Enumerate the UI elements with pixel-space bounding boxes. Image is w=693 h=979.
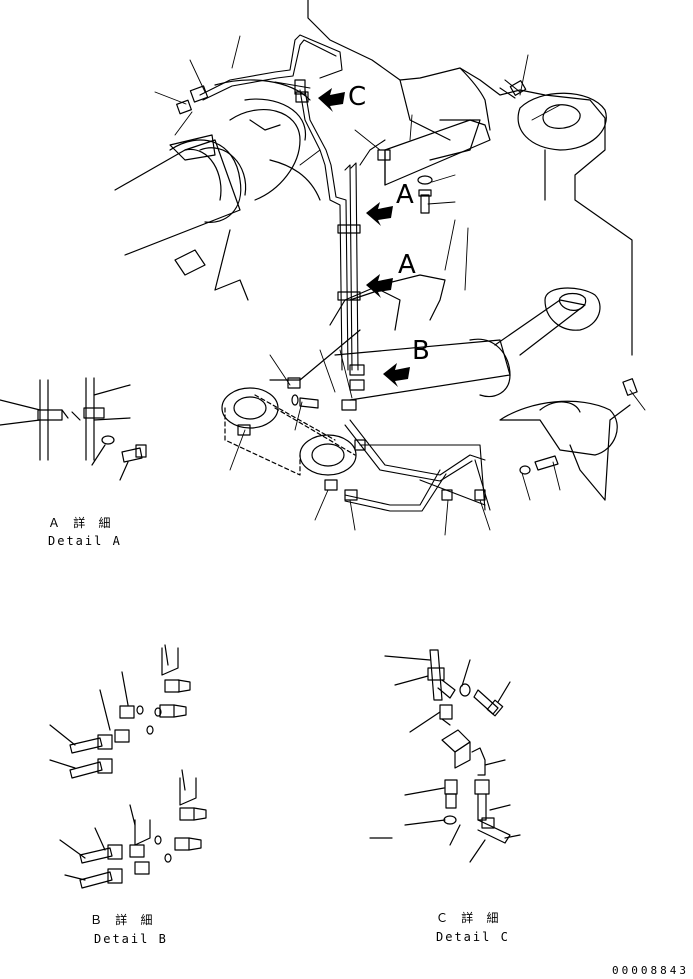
main-fittings: [176, 79, 638, 501]
bucket-cylinder: [334, 287, 601, 401]
frame-outline: [307, 0, 633, 501]
detail-b-label-en: Detail B: [94, 932, 168, 946]
detail-a-label-jp: Ａ 詳 細: [48, 516, 114, 530]
document-number: 00008843: [612, 964, 689, 977]
callout-a-upper: A: [396, 180, 414, 210]
detail-c-drawing: [369, 649, 521, 863]
detail-a-label-en: Detail A: [48, 534, 122, 548]
pin-bosses: [221, 379, 357, 476]
link-bracket: [499, 400, 618, 501]
leader-lines: [154, 35, 646, 536]
boom-cylinder: [114, 79, 321, 301]
tube-clamps: [337, 149, 486, 501]
detail-c-label-en: Detail C: [436, 930, 510, 944]
detail-c-label-jp: Ｃ 詳 細: [436, 911, 502, 925]
callout-arrows: [318, 88, 410, 387]
callout-b: B: [412, 336, 430, 366]
detail-b-drawing: [49, 644, 207, 889]
callout-a-lower: A: [398, 250, 416, 280]
callout-c: C: [348, 82, 367, 112]
hydraulic-tubes: [199, 34, 521, 512]
detail-a-drawing: [0, 377, 147, 481]
detail-b-label-jp: Ｂ 詳 細: [90, 913, 156, 927]
